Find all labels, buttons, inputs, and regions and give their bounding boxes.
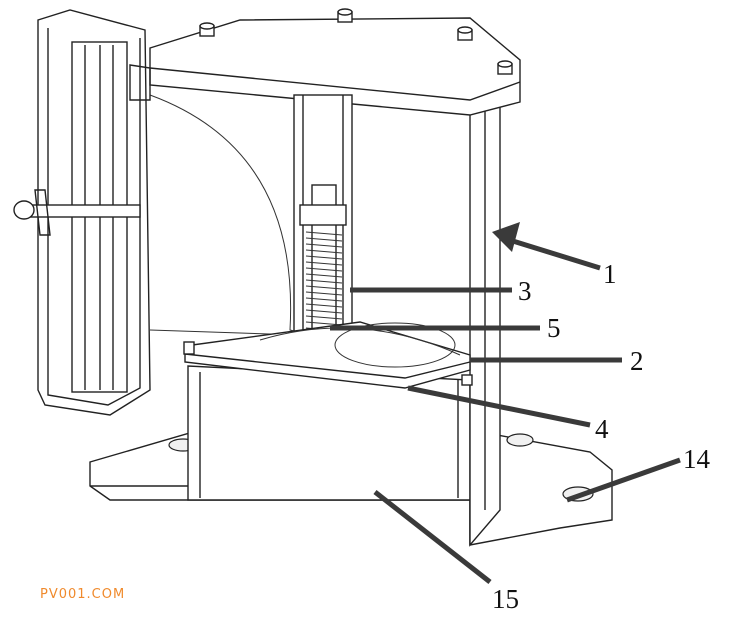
disc-seal-left (183, 341, 195, 355)
bolt-2 (337, 8, 353, 23)
leader-4 (407, 385, 591, 428)
leader-14 (566, 457, 681, 503)
spring-coil (305, 255, 343, 260)
side-cover (13, 9, 151, 416)
spring-coil (305, 315, 343, 320)
spring-coil (305, 297, 343, 302)
handle-ring (13, 200, 35, 220)
top-cover (129, 8, 521, 116)
spring-coil (305, 321, 343, 326)
spring-coil (305, 261, 343, 266)
bolt-3 (457, 26, 473, 41)
spring-coil (305, 243, 343, 248)
label-14: 14 (683, 444, 711, 474)
label-3: 3 (518, 276, 532, 306)
spring-cap (299, 204, 347, 226)
spring-coil (305, 231, 343, 236)
spring-coil (305, 303, 343, 308)
spring-coil (305, 249, 343, 254)
label-4: 4 (595, 414, 609, 444)
spring-coil (305, 291, 343, 296)
label-15: 15 (492, 584, 519, 614)
spring-coil (305, 237, 343, 242)
spring-coil (305, 309, 343, 314)
spring-coil (305, 285, 343, 290)
watermark-text: PV001.COM (40, 587, 125, 602)
leader-15 (373, 490, 492, 584)
label-2: 2 (630, 346, 644, 376)
bolt-hole-rear (506, 433, 534, 447)
label-1: 1 (603, 259, 617, 289)
disc-seal-right (461, 374, 473, 386)
body-right-wall (469, 99, 501, 547)
bolt-4 (497, 60, 513, 75)
arrow-part-1 (492, 222, 601, 271)
bolt-1 (199, 22, 215, 37)
interior-bore (149, 94, 311, 336)
spring-coil (305, 273, 343, 278)
lower-body (187, 365, 471, 501)
label-5: 5 (547, 313, 561, 343)
spring-coil (305, 267, 343, 272)
spring-coil (305, 279, 343, 284)
